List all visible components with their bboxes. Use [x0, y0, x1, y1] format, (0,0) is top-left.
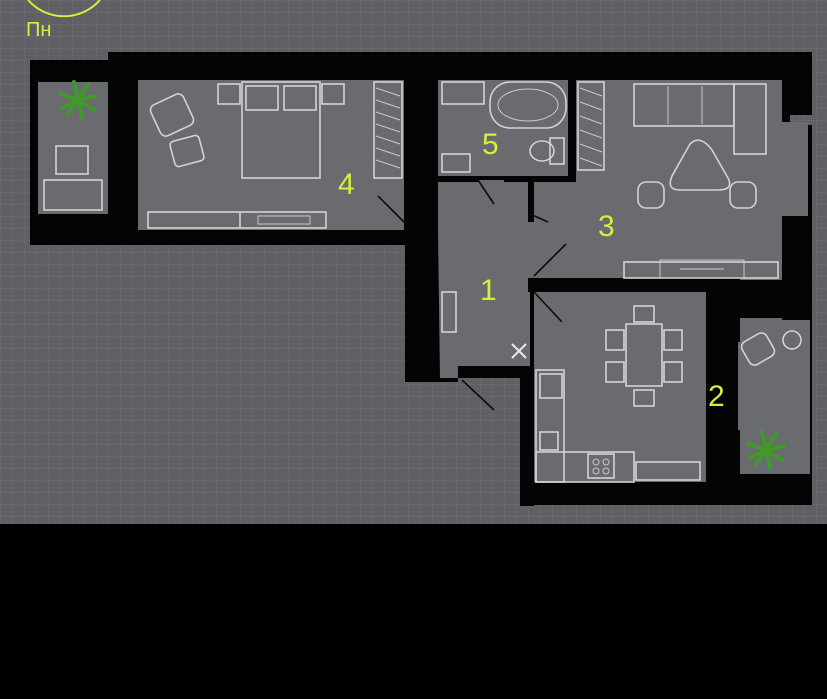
- hall-cabinet-icon: [441, 291, 457, 333]
- living-room-furniture: [623, 83, 779, 279]
- bathroom-furniture: [441, 81, 605, 173]
- side-table-icon: [782, 330, 802, 350]
- door-room-2: [533, 291, 563, 323]
- room-number-4: 4: [338, 168, 355, 201]
- plant-icon: [746, 430, 786, 470]
- sink-icon: [539, 431, 559, 451]
- floor-plan: Пн: [0, 0, 827, 524]
- washer-icon: [441, 153, 471, 173]
- room-number-1: 1: [480, 274, 497, 307]
- bottom-band: [0, 524, 827, 699]
- kitchen-counter-icon: [535, 369, 635, 483]
- wardrobe-icon: [373, 81, 403, 179]
- tv-cabinet-icon: [147, 211, 327, 229]
- sink-icon: [441, 81, 485, 105]
- door-room-5: [477, 179, 495, 205]
- coffee-table-icon: [669, 139, 731, 191]
- door-room-4: [377, 195, 407, 225]
- armchair-icon: [740, 332, 776, 366]
- armchair-icon: [729, 181, 757, 209]
- inner-walls: [108, 80, 810, 506]
- compass-icon: Пн: [26, 0, 101, 41]
- stove-icon: [587, 453, 615, 479]
- sideboard-icon: [635, 461, 701, 481]
- doors: [377, 179, 567, 411]
- fridge-icon: [539, 373, 563, 399]
- wardrobe-icon: [577, 81, 605, 171]
- floor-room-3: [576, 80, 782, 280]
- floor-room-4: [138, 80, 404, 230]
- floor-room-1: [438, 180, 530, 378]
- kitchen-furniture: [535, 305, 802, 483]
- compass-label: Пн: [26, 19, 51, 41]
- dining-table-icon: [605, 305, 683, 407]
- plant-icon: [58, 80, 98, 120]
- toilet-icon: [529, 137, 565, 165]
- door-room-3-b: [533, 243, 567, 277]
- balcony-table-icon: [43, 179, 103, 211]
- door-entrance: [461, 379, 495, 411]
- floor-balcony-right: [738, 318, 810, 474]
- sofa-icon: [633, 83, 767, 155]
- armchair-icon: [637, 181, 665, 209]
- floor-plan-drawing: Пн: [26, 0, 812, 506]
- door-room-3-a: [529, 213, 549, 223]
- close-icon: [511, 343, 527, 359]
- bedroom-furniture: [43, 81, 403, 229]
- room-number-2: 2: [708, 380, 725, 413]
- room-number-5: 5: [482, 128, 499, 161]
- tv-cabinet-icon: [623, 259, 779, 279]
- room-number-3: 3: [598, 210, 615, 243]
- balcony-chair-icon: [55, 145, 89, 175]
- bed-icon: [217, 81, 345, 179]
- bathtub-icon: [489, 81, 567, 129]
- armchair-icon: [149, 93, 205, 168]
